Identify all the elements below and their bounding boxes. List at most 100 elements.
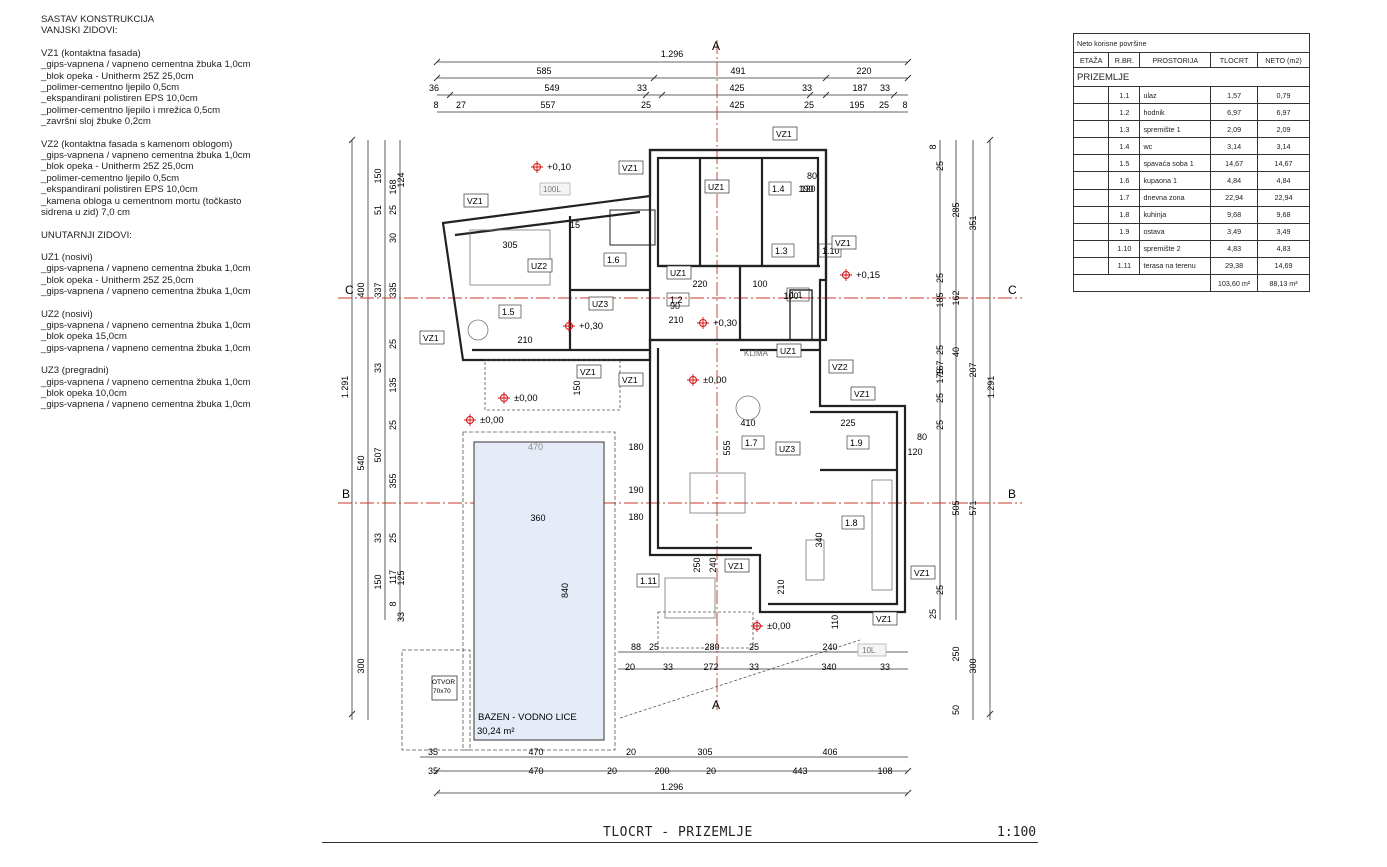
table-cell: 4,83 <box>1257 239 1310 258</box>
wall-tag-box <box>704 179 730 194</box>
wall-tag: UZ3 <box>592 299 608 309</box>
dim-right-mid: 285 <box>951 202 961 217</box>
table-header-cell: ETAŽA <box>1072 52 1110 68</box>
level-value: +0,15 <box>856 270 880 281</box>
wall-tag-box <box>666 265 692 280</box>
room-dimension: 110 <box>830 615 840 629</box>
wall-tag-box <box>419 330 445 345</box>
room-dimension: 120 <box>907 447 922 457</box>
dim-top-2: 33 <box>802 83 812 93</box>
section-a-top: A <box>712 39 720 53</box>
dim-left-inner: 355 <box>388 473 398 488</box>
pool-label: BAZEN - VODNO LICE <box>478 712 577 723</box>
notes-section-title: UZ2 (nosivi) <box>41 308 93 320</box>
dim-left-inner: 8 <box>388 601 398 606</box>
table-cell: 2,09 <box>1257 120 1310 139</box>
dim-bottom-2: 108 <box>877 766 892 776</box>
notes-section-title: UNUTARNJI ZIDOVI: <box>41 229 132 241</box>
drawing-title: TLOCRT - PRIZEMLJE <box>603 825 753 840</box>
pool-length: 840 <box>560 583 570 598</box>
dim-top-3: 8 <box>433 100 438 110</box>
level-marker-cross <box>840 269 852 281</box>
notes-line: _gips-vapnena / vapneno cementna žbuka 1… <box>41 286 251 298</box>
wall-tag-box <box>775 441 801 456</box>
room-dimension: 305 <box>502 240 517 250</box>
opening-size: 70x70 <box>433 688 451 695</box>
dim-left-outer: 300 <box>356 658 366 673</box>
dim-right-mid: 505 <box>951 500 961 515</box>
room-label-box <box>741 435 765 450</box>
table-cell: kupaona 1 <box>1139 171 1212 190</box>
wall-tag-box <box>576 364 602 379</box>
wall-tag-box <box>828 359 854 374</box>
dim-bottom-2: 35 <box>428 766 438 776</box>
notes-line: _blok opeka - Unitherm 25Z 25,0cm <box>41 70 194 82</box>
table-cell: 1.11 <box>1108 256 1141 276</box>
level-marker-cross <box>687 374 699 386</box>
wall-tag: UZ1 <box>780 346 796 356</box>
notes-line: _gips-vapnena / vapneno cementna žbuka 1… <box>41 263 251 275</box>
notes-line: _polimer-cementno ljepilo i mrežica 0,5c… <box>41 104 221 116</box>
dim-top-1: 220 <box>856 66 871 76</box>
room-dimension: 225 <box>840 418 855 428</box>
table-cell: 14,67 <box>1210 154 1259 173</box>
table-cell: 22,94 <box>1210 188 1259 207</box>
dim-inner-bottom-2: 33 <box>749 662 759 672</box>
room-dimension: 80 <box>807 171 817 181</box>
dim-left-mid: 33 <box>373 363 383 373</box>
table-cell <box>1072 120 1110 139</box>
wall-tag: VZ1 <box>728 561 744 571</box>
level-value: ±0,00 <box>703 375 727 386</box>
wall-tag: VZ1 <box>854 389 870 399</box>
room-label: 1.6 <box>607 255 620 265</box>
table-cell <box>1072 239 1110 258</box>
dim-top-3: 195 <box>849 100 864 110</box>
dim-left-inner: 25 <box>388 420 398 430</box>
table-cell: spavaća soba 1 <box>1139 154 1212 173</box>
room-label: 1.11 <box>640 576 657 586</box>
wall-tag: UZ2 <box>531 261 547 271</box>
wall-tag: VZ1 <box>467 196 483 206</box>
table-cell: 1.9 <box>1108 222 1141 241</box>
level-value: ±0,00 <box>514 393 538 404</box>
dim-right-inner: 25 <box>935 585 945 595</box>
dim-top-2: 36 <box>429 83 439 93</box>
room-dimension: 90 <box>670 301 680 311</box>
notes-section: VZ2 (kontaktna fasada s kamenom oblogom)… <box>41 139 341 219</box>
wall-tag-box <box>850 386 876 401</box>
dim-bottom-1: 470 <box>528 747 543 757</box>
room-dimension: 555 <box>722 440 732 455</box>
dim-left-inner: 30 <box>388 233 398 243</box>
table-cell: 3,49 <box>1210 222 1259 241</box>
level-markers: +0,10+0,15+0,30+0,30±0,00±0,00±0,00±0,00 <box>464 161 880 632</box>
wall-tag-box <box>527 258 553 273</box>
section-lines <box>338 40 1022 710</box>
notes-line: _gips-vapnena / vapneno cementna žbuka 1… <box>41 319 251 331</box>
dim-right-mid: 50 <box>951 705 961 715</box>
dim-right-outer: 571 <box>968 500 978 515</box>
table-header-cell: PROSTORIJA <box>1139 52 1212 68</box>
table-header-cell: TLOCRT <box>1210 52 1259 68</box>
table-cell: 1.7 <box>1108 188 1141 207</box>
dim-inner-bottom-1: 25 <box>749 642 759 652</box>
notes-line: _gips-vapnena / vapneno cementna žbuka 1… <box>41 376 251 388</box>
table-cell: 6,97 <box>1257 103 1310 122</box>
notes-line: _blok opeka - Unitherm 25Z 25,0cm <box>41 274 194 286</box>
table-header-cell: NETO (m2) <box>1257 52 1310 68</box>
section-a-bottom: A <box>712 698 720 712</box>
room-label-box <box>498 304 522 319</box>
dim-right-inner: 25 <box>935 393 945 403</box>
dim-top-3: 25 <box>879 100 889 110</box>
notes-line: _gips-vapnena / vapneno cementna žbuka 1… <box>41 150 251 162</box>
wall-tag-box <box>776 343 802 358</box>
level-marker-cross <box>464 414 476 426</box>
room-dimension: 190 <box>798 184 813 194</box>
dim-right-inner: 185 <box>935 292 945 307</box>
dim-top-3: 425 <box>729 100 744 110</box>
dim-bottom-1: 406 <box>822 747 837 757</box>
section-c-right: C <box>1008 283 1017 297</box>
